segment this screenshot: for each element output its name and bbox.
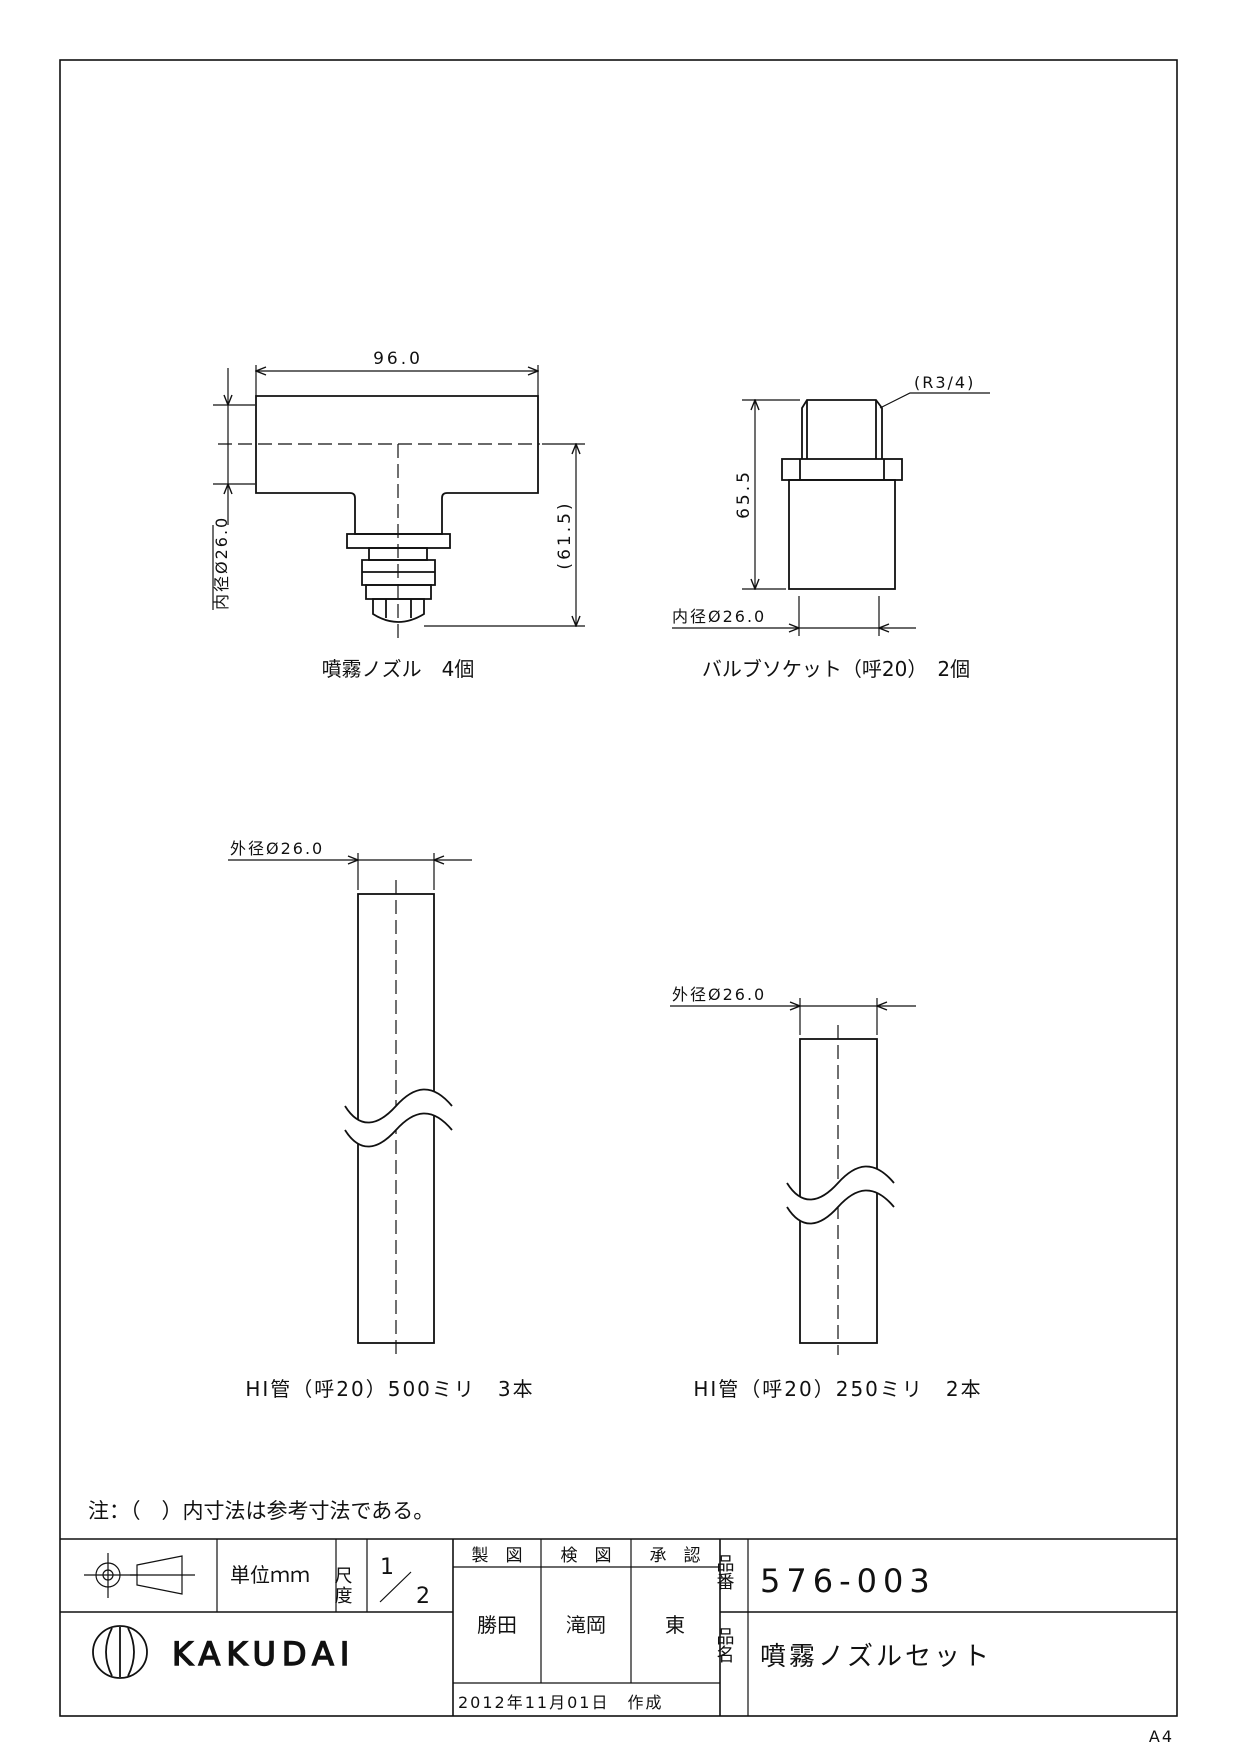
- socket-thread-label: (R3/4): [914, 373, 975, 392]
- drawn-by: 勝田: [477, 1613, 517, 1637]
- scale-numerator: 1: [380, 1555, 394, 1580]
- nozzle-drawing: [212, 365, 585, 640]
- checked-by: 滝岡: [566, 1613, 606, 1637]
- socket-caption: バルブソケット（呼20） 2個: [702, 657, 970, 681]
- nozzle-inner-diameter-dim: 内径Ø26.0: [212, 516, 231, 610]
- created-date: 2012年11月01日 作成: [458, 1693, 663, 1712]
- scale-label: 尺度: [332, 1566, 353, 1606]
- nozzle-caption: 噴霧ノズル 4個: [322, 657, 475, 681]
- pipe250-caption: HI管（呼20）250ミリ 2本: [693, 1377, 982, 1401]
- nozzle-height-dim: (61.5): [555, 500, 575, 569]
- kakudai-logo-icon: [92, 1625, 148, 1679]
- sheet-size: A4: [1149, 1727, 1174, 1746]
- nozzle-width-dim: 96.0: [373, 349, 423, 369]
- checked-label: 検 図: [561, 1546, 612, 1566]
- approved-label: 承 認: [650, 1546, 701, 1566]
- approved-by: 東: [665, 1613, 685, 1637]
- third-angle-projection-icon: [84, 1553, 195, 1598]
- pipe-500-drawing: [228, 853, 472, 1355]
- part-name: 噴霧ノズルセット: [760, 1642, 992, 1672]
- drawn-label: 製 図: [472, 1546, 523, 1566]
- brand-wordmark: KAKUDAI: [172, 1635, 355, 1673]
- pipe500-caption: HI管（呼20）500ミリ 3本: [245, 1377, 534, 1401]
- socket-height-dim: 65.5: [734, 469, 754, 519]
- sheet-frame: [59, 59, 1178, 1717]
- pipe500-outer-diameter-dim: 外径Ø26.0: [230, 839, 324, 858]
- unit-label: 単位ｍｍ: [230, 1563, 310, 1587]
- part-no-label: 品番: [714, 1554, 735, 1590]
- valve-socket-drawing: [672, 392, 990, 636]
- title-block: [60, 1538, 1177, 1716]
- socket-inner-diameter-dim: 内径Ø26.0: [672, 607, 766, 626]
- part-number: 576-003: [760, 1562, 936, 1600]
- drawing-note: 注：（ ）内寸法は参考寸法である。: [88, 1499, 434, 1523]
- part-name-label: 品名: [714, 1627, 735, 1663]
- pipe250-outer-diameter-dim: 外径Ø26.0: [672, 985, 766, 1004]
- pipe-250-drawing: [670, 998, 916, 1355]
- scale-denominator: 2: [416, 1584, 430, 1609]
